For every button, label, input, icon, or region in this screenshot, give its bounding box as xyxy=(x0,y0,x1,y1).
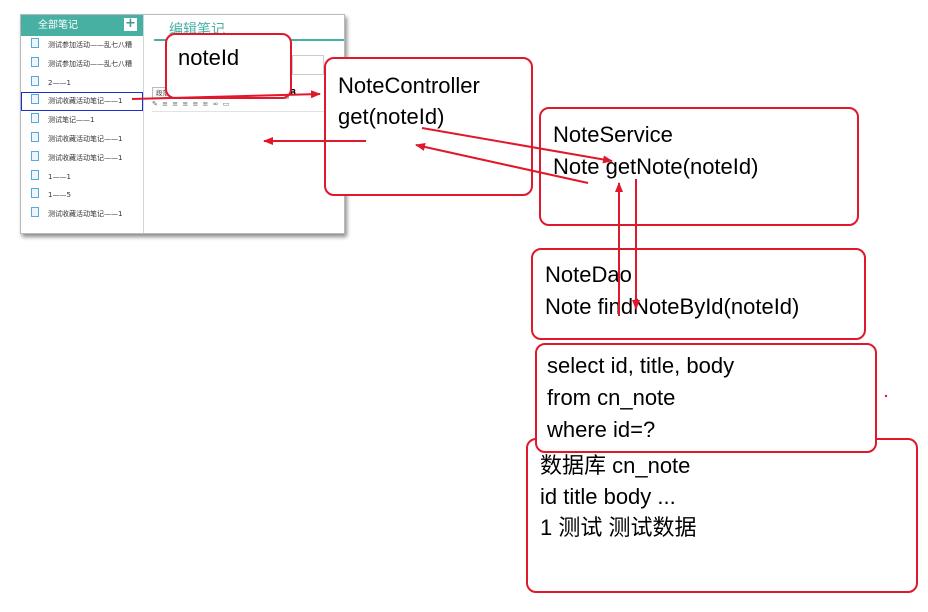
sql-from-line: from cn_note xyxy=(547,385,676,410)
dao-box: NoteDao Note findNoteById(noteId) xyxy=(531,248,866,340)
document-icon xyxy=(31,169,39,180)
note-title: 1——1 xyxy=(48,172,71,181)
align-left-icon[interactable]: ≡ xyxy=(182,100,190,108)
note-title-input[interactable] xyxy=(292,55,324,75)
sql-box: select id, title, body from cn_note wher… xyxy=(535,343,877,453)
database-box: 数据库 cn_note id title body ... 1 测试 测试数据 xyxy=(526,438,918,593)
bold-button[interactable]: B xyxy=(290,88,297,97)
note-id-label: noteId xyxy=(178,45,240,70)
align-right-icon[interactable]: ≡ xyxy=(202,100,210,108)
list-item-selected[interactable]: 测试收藏活动笔记——1 xyxy=(21,92,143,112)
document-icon xyxy=(31,207,39,218)
highlight-icon[interactable]: ✎ xyxy=(152,100,159,108)
stray-dot xyxy=(884,394,888,398)
database-row: 1 测试 测试数据 xyxy=(540,515,697,540)
list-item[interactable]: 测试笔记——1 xyxy=(21,111,143,130)
note-list: 测试参加活动——乱七八糟 测试参加活动——乱七八糟 2——1 测试收藏活动笔记—… xyxy=(21,36,143,224)
note-title: 测试收藏活动笔记——1 xyxy=(48,210,123,219)
document-icon xyxy=(31,188,39,199)
note-title: 测试参加活动——乱七八糟 xyxy=(48,59,132,68)
note-title: 1——5 xyxy=(48,191,71,200)
note-title: 测试收藏活动笔记——1 xyxy=(48,153,123,162)
database-table-name: 数据库 cn_note xyxy=(540,453,691,478)
service-class-name: NoteService xyxy=(553,122,673,147)
dao-class-name: NoteDao xyxy=(545,262,632,287)
document-icon xyxy=(31,56,39,67)
list-item[interactable]: 1——5 xyxy=(21,186,143,205)
note-title: 测试收藏活动笔记——1 xyxy=(48,134,123,143)
sql-select-line: select id, title, body xyxy=(547,353,735,378)
list-item[interactable]: 测试参加活动——乱七八糟 xyxy=(21,55,143,74)
link-icon[interactable]: ∞ xyxy=(212,100,220,108)
document-icon xyxy=(31,113,39,124)
add-note-button[interactable]: + xyxy=(124,16,137,31)
return-arrow-to-controller xyxy=(415,143,589,184)
formatting-icons-row: ✎ ≡ ≡ ≡ ≡ ≡ ∞ ▭ xyxy=(152,100,230,109)
list-item[interactable]: 1——1 xyxy=(21,168,143,187)
service-method: Note getNote(noteId) xyxy=(553,154,759,179)
editor-body[interactable] xyxy=(152,111,338,112)
call-arrow-to-service xyxy=(421,127,613,164)
notes-sidebar: 全部笔记 + 测试参加活动——乱七八糟 测试参加活动——乱七八糟 2——1 测试… xyxy=(21,15,144,233)
note-title: 2——1 xyxy=(48,78,71,87)
ordered-list-icon[interactable]: ≡ xyxy=(162,100,169,108)
request-arrow-to-controller xyxy=(131,90,321,100)
document-icon xyxy=(31,150,39,161)
image-icon[interactable]: ▭ xyxy=(222,100,231,108)
list-item[interactable]: 测试参加活动——乱七八糟 xyxy=(21,36,143,55)
sidebar-header: 全部笔记 + xyxy=(21,15,143,36)
document-icon xyxy=(31,131,39,142)
list-item[interactable]: 测试收藏活动笔记——1 xyxy=(21,205,143,224)
database-columns: id title body ... xyxy=(540,484,676,509)
list-item[interactable]: 测试收藏活动笔记——1 xyxy=(21,149,143,168)
unordered-list-icon[interactable]: ≡ xyxy=(172,100,180,108)
list-item[interactable]: 2——1 xyxy=(21,74,143,93)
align-center-icon[interactable]: ≡ xyxy=(192,100,200,108)
service-box: NoteService Note getNote(noteId) xyxy=(539,107,859,226)
controller-box: NoteController get(noteId) xyxy=(324,57,533,196)
document-icon xyxy=(31,94,39,105)
sidebar-header-label: 全部笔记 xyxy=(38,20,78,31)
note-id-box: noteId xyxy=(165,33,292,99)
list-item[interactable]: 测试收藏活动笔记——1 xyxy=(21,130,143,149)
note-title: 测试参加活动——乱七八糟 xyxy=(48,41,132,49)
sql-where-line: where id=? xyxy=(547,417,656,442)
dao-method: Note findNoteById(noteId) xyxy=(545,294,800,319)
document-icon xyxy=(31,38,39,48)
controller-class-name: NoteController xyxy=(338,73,480,98)
note-title: 测试收藏活动笔记——1 xyxy=(48,97,123,106)
controller-method: get(noteId) xyxy=(338,104,445,129)
note-title: 测试笔记——1 xyxy=(48,116,95,125)
document-icon xyxy=(31,75,39,86)
